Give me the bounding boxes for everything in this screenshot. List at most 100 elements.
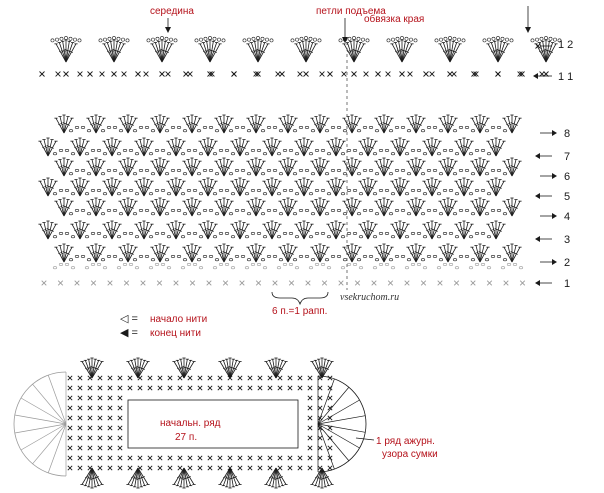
chain-arc [68,255,92,262]
picot-mark [395,36,400,41]
chain-arc [420,255,444,262]
chain-arc [452,169,476,176]
edge-sc-mark [319,71,325,77]
picot-mark [217,37,221,42]
chain-arc [196,255,220,262]
picot-mark [448,36,452,40]
picot-mark [557,38,562,43]
chain-arc [52,263,76,270]
edge-sc-mark [135,71,141,77]
picot-mark [155,36,160,41]
shell-fan [422,220,442,240]
base-sc-mark [327,395,333,401]
base-sc-mark [117,465,123,471]
base-sc-mark [207,455,213,461]
shell-fan [454,137,474,157]
chain-arc [404,263,428,270]
edge-fan [534,39,558,63]
base-sc-mark [87,405,93,411]
shell-fan [358,220,378,240]
base-sc-mark [127,375,133,381]
picot-mark [50,38,55,43]
base-sc-mark [41,280,47,286]
chain-arc [68,126,92,133]
base-sc-mark [227,385,233,391]
base-sc-mark [67,375,73,381]
edge-fan [246,39,270,63]
chain-arc [84,189,108,196]
end-fan-stroke [317,387,350,425]
edge-sc-mark [327,71,333,77]
base-sc-mark [77,425,83,431]
chain-arc [228,126,252,133]
right-arrow-head [525,27,531,33]
chain-arc [228,169,252,176]
chain-arc [164,126,188,133]
base-sc-mark [97,375,103,381]
shell-fan [342,197,362,217]
end-fan-stroke [317,415,366,425]
base-sc-mark [272,280,278,286]
edge-sc-mark [429,71,435,77]
base-sc-mark [67,385,73,391]
edge-sc-mark [451,71,457,77]
edge-band [39,36,562,79]
shell-fan [470,243,490,263]
base-sc-mark [117,385,123,391]
shell-fan [310,157,330,177]
base-sc-mark [97,415,103,421]
edge-sc-mark [473,71,479,77]
row-label-5: 5 [564,191,570,203]
chain-arc [292,209,316,216]
picot-mark [251,36,256,41]
base-sc-mark [237,375,243,381]
base-sc-mark [317,385,323,391]
end-fan-stroke [32,423,67,465]
shell-fan [230,177,250,197]
chain-arc [484,169,508,176]
picot-mark [391,37,395,42]
base-sc-mark [317,405,323,411]
base-sc-mark [404,280,410,286]
shell-fan [502,157,522,177]
picot-mark [509,38,514,43]
base-sc-mark [167,385,173,391]
base-sc-mark [77,395,83,401]
shell-fan [214,243,234,263]
edge-fan [102,39,126,63]
base-sc-mark [207,385,213,391]
base-sc-mark [207,465,213,471]
shell-fan [38,220,58,240]
shell-fan [374,114,394,134]
shell-fan [86,114,106,134]
base-sc-mark [67,405,73,411]
shell-fan [342,114,362,134]
base-sc-mark [167,375,173,381]
base-sc-mark [177,385,183,391]
shell-fan [134,220,154,240]
base-sc-mark [267,465,273,471]
row-arrow-head [533,73,538,79]
base-sc-mark [371,280,377,286]
chain-arc [372,149,396,156]
row-arrow-head [535,236,540,242]
end-fan-stroke [14,414,67,425]
end-fan-stroke [47,375,67,425]
row-label-8: 8 [564,128,570,140]
base-sc-mark [117,435,123,441]
base-sc-mark [140,280,146,286]
legend-end-text: конец нити [150,328,201,339]
base-sc-mark [307,425,313,431]
bottom-base-chart [13,357,367,489]
base-sc-mark [307,445,313,451]
base-sc-mark [297,455,303,461]
base-sc-mark [327,445,333,451]
chain-arc [276,189,300,196]
picot-mark [553,37,557,42]
base-sc-mark [277,465,283,471]
shell-fan [486,220,506,240]
shell-fan [70,177,90,197]
picot-mark [386,38,391,43]
base-sc-mark [77,435,83,441]
base-sc-mark [257,455,263,461]
